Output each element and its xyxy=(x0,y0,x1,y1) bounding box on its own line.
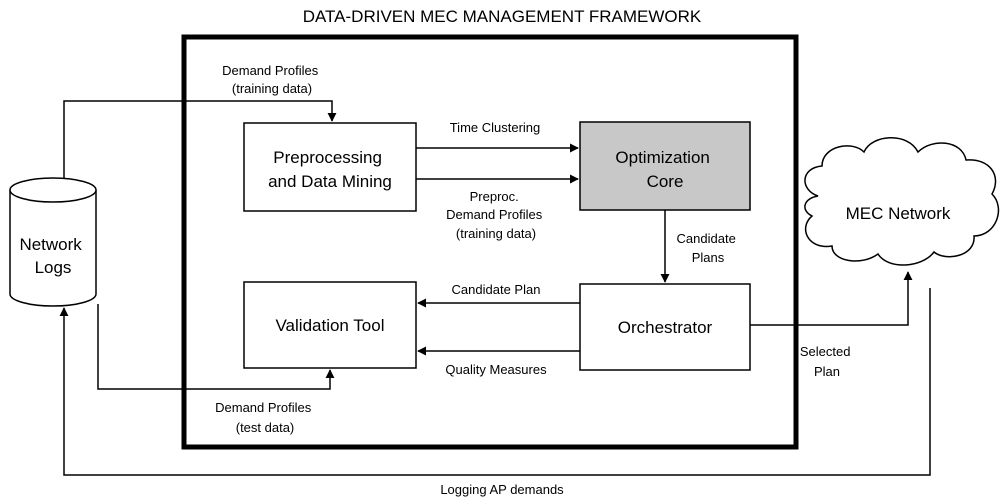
network-logs-node: Network Logs xyxy=(9,177,97,307)
validation-tool-box xyxy=(243,281,417,369)
label-candidate-plan: Candidate Plan xyxy=(452,282,541,297)
validation-tool-node: Validation Tool xyxy=(243,281,417,369)
optimization-core-node: Optimization Core xyxy=(579,121,751,211)
mec-network-label: MEC Network xyxy=(846,204,951,223)
framework-border xyxy=(181,34,799,450)
optimization-core-box xyxy=(579,121,751,211)
edge-selected-plan xyxy=(750,271,913,326)
edge-test-data xyxy=(97,304,335,390)
edge-logging-ap xyxy=(59,288,931,476)
label-time-clustering: Time Clustering xyxy=(450,120,541,135)
preprocessing-box xyxy=(243,122,417,212)
label-logging-ap: Logging AP demands xyxy=(440,482,564,497)
network-logs-label: Network Logs xyxy=(19,235,86,277)
label-selected-plan: Selected Plan xyxy=(800,344,854,379)
preprocessing-label: Preprocessing and Data Mining xyxy=(268,148,392,191)
diagram-title: DATA-DRIVEN MEC MANAGEMENT FRAMEWORK xyxy=(303,7,702,26)
orchestrator-node: Orchestrator xyxy=(579,283,751,371)
label-demand-training: Demand Profiles (training data) xyxy=(222,63,322,96)
label-candidate-plans: Candidate Plans xyxy=(677,231,740,265)
orchestrator-box xyxy=(579,283,751,371)
preprocessing-node: Preprocessing and Data Mining xyxy=(243,122,417,212)
label-demand-test: Demand Profiles (test data) xyxy=(215,400,315,435)
edge-training-data xyxy=(63,100,337,178)
label-quality-measures: Quality Measures xyxy=(445,362,547,377)
label-preproc-profiles: Preproc. Demand Profiles (training data) xyxy=(446,189,546,241)
mec-network-node: MEC Network xyxy=(804,137,1000,266)
optimization-core-label: Optimization Core xyxy=(615,148,714,191)
orchestrator-label: Orchestrator xyxy=(618,318,713,337)
validation-tool-label: Validation Tool xyxy=(275,316,384,335)
mec-network-cloud xyxy=(804,137,1000,266)
network-logs-cylinder-top xyxy=(9,177,97,203)
network-logs-cylinder-body xyxy=(9,190,97,307)
